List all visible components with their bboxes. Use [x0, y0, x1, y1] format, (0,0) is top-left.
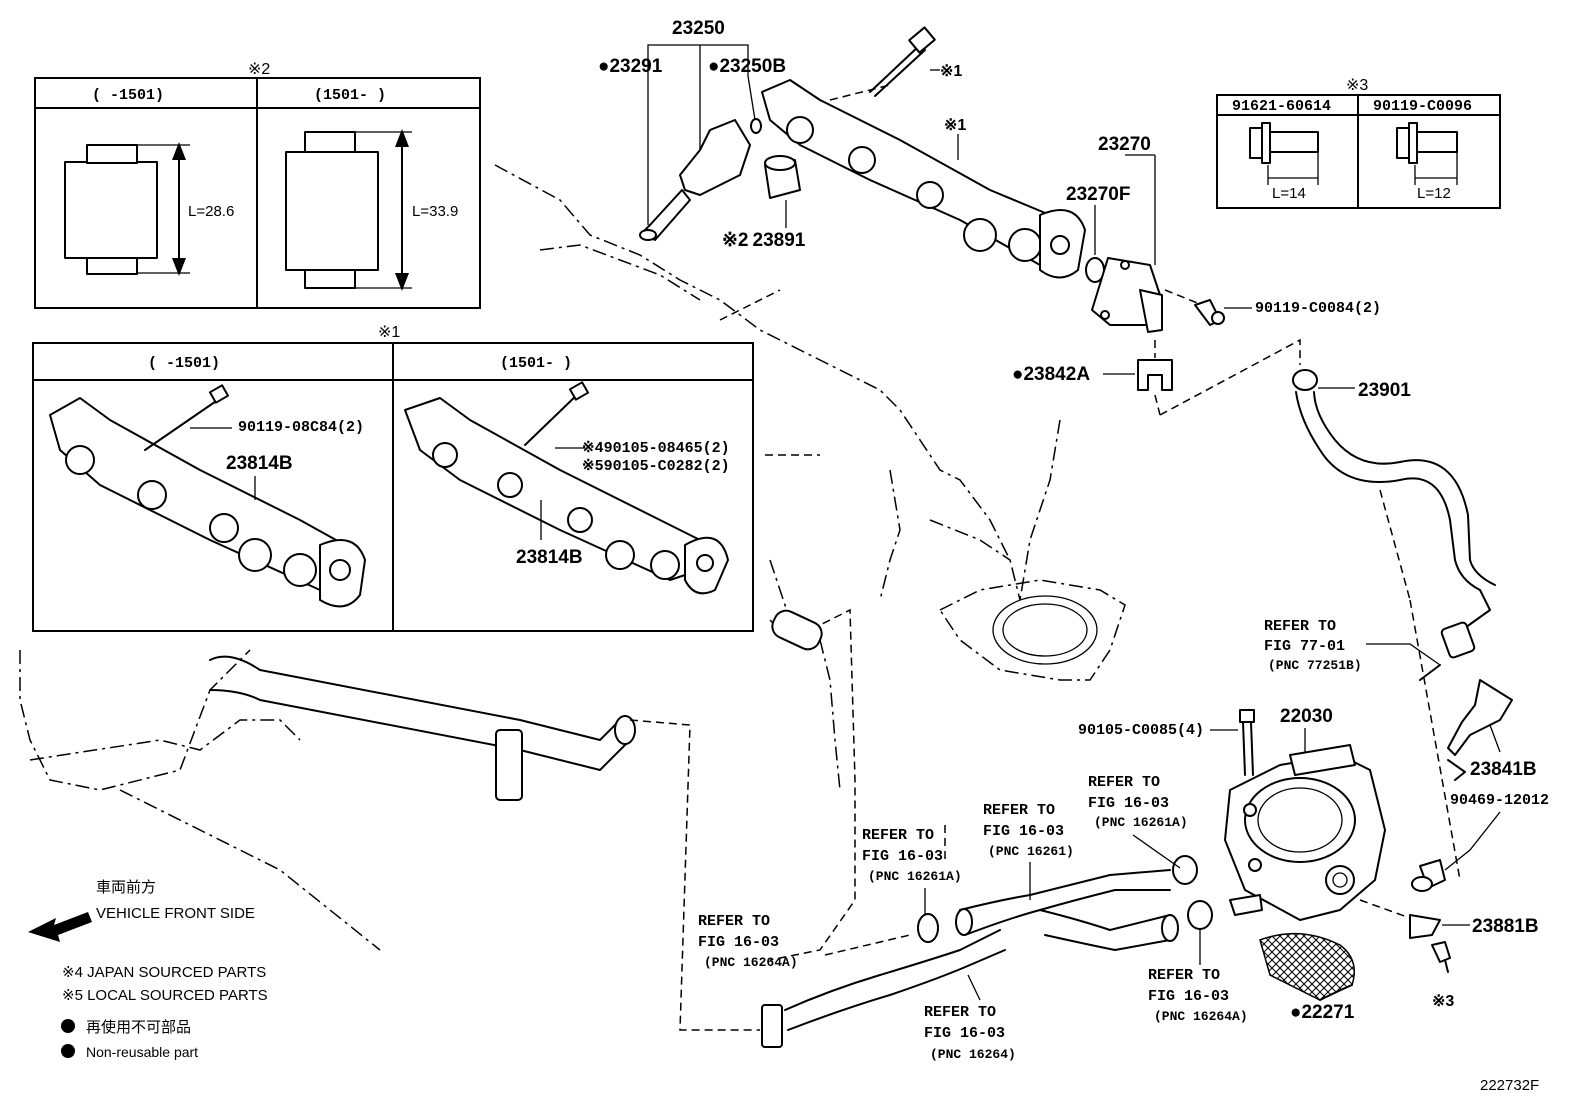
table-note2: ※2 ( -1501) (1501- ) L=28.6 L=33.9 — [34, 61, 481, 309]
svg-text:REFER TO: REFER TO — [1148, 967, 1220, 984]
refer-77-01: REFER TO FIG 77-01 (PNC 77251B) — [1264, 618, 1441, 681]
label-23901: 23901 — [1358, 380, 1411, 401]
label-23291: ●23291 — [598, 56, 663, 77]
bracket-23881B: 23881B ※3 — [1359, 899, 1539, 1010]
legend: 車両前方 VEHICLE FRONT SIDE ※4 JAPAN SOURCED… — [28, 879, 268, 1060]
svg-text:FIG 16-03: FIG 16-03 — [862, 848, 943, 865]
label-23814B-a: 23814B — [226, 453, 293, 474]
intake-gasket-area — [629, 579, 1126, 1031]
clamp-90469-12012: 90469-12012 — [1411, 792, 1549, 892]
table-note2-col2-length: L=33.9 — [412, 203, 458, 220]
fuel-inlet-group: 23270 23270F 90119-C0084(2) ●23842A — [1012, 134, 1381, 416]
label-rail-mark1: ※1 — [944, 117, 966, 134]
fuel-rail-old — [49, 384, 366, 608]
svg-text:(PNC 16264A): (PNC 16264A) — [704, 955, 798, 970]
table-note2-col2-header: (1501- ) — [314, 87, 386, 104]
refer-16-03-d: REFER TO FIG 16-03 (PNC 16264A) — [698, 913, 798, 970]
label-90469-12012: 90469-12012 — [1450, 792, 1549, 809]
refer-16-03-f: REFER TO FIG 16-03 (PNC 16264) — [924, 1004, 1016, 1062]
svg-text:REFER TO: REFER TO — [983, 802, 1055, 819]
label-bolt-mark3: ※3 — [1432, 993, 1454, 1010]
nonreusable-en: Non-reusable part — [86, 1044, 198, 1060]
table-note2-col1-header: ( -1501) — [92, 87, 164, 104]
label-490105-08465: ※490105-08465(2) — [582, 440, 730, 457]
label-90119-C0084: 90119-C0084(2) — [1255, 300, 1381, 317]
table-note3-col1-length: L=14 — [1272, 185, 1306, 202]
fuel-delivery-rail: ※1 ※1 — [719, 26, 1086, 321]
svg-text:FIG 77-01: FIG 77-01 — [1264, 638, 1345, 655]
label-22271: ●22271 — [1290, 1002, 1355, 1023]
label-22030: 22030 — [1280, 706, 1333, 727]
svg-text:FIG 16-03: FIG 16-03 — [1148, 988, 1229, 1005]
label-90119-08C84: 90119-08C84(2) — [238, 419, 364, 436]
label-23270F: 23270F — [1066, 184, 1130, 205]
refer-16-03-e: REFER TO FIG 16-03 (PNC 16264A) — [1148, 967, 1248, 1024]
label-90105-C0085: 90105-C0085(4) — [1078, 722, 1204, 739]
refer-16-03-b: REFER TO FIG 16-03 (PNC 16261) — [983, 802, 1074, 859]
svg-text:REFER TO: REFER TO — [698, 913, 770, 930]
label-590105-C0282: ※590105-C0282(2) — [582, 458, 730, 475]
label-23250B: ●23250B — [708, 56, 786, 77]
clip-23841B: 23841B — [1447, 679, 1537, 781]
svg-text:(PNC 16264A): (PNC 16264A) — [1154, 1009, 1248, 1024]
label-23270: 23270 — [1098, 134, 1151, 155]
sheet-id: 222732F — [1480, 1077, 1539, 1094]
nonreusable-dot-icon-2 — [61, 1044, 75, 1058]
table-note1: ※1 ( -1501) (1501- ) 90119-08C84(2) 2381… — [32, 324, 754, 632]
table-note3-col1-header: 91621-60614 — [1232, 98, 1331, 115]
label-23841B: 23841B — [1470, 759, 1537, 780]
svg-text:REFER TO: REFER TO — [862, 827, 934, 844]
svg-text:FIG 16-03: FIG 16-03 — [924, 1025, 1005, 1042]
throttle-body-group: 90105-C0085(4) 22030 — [1078, 706, 1386, 921]
svg-text:(PNC 16264): (PNC 16264) — [930, 1047, 1016, 1062]
svg-text:(PNC 16261): (PNC 16261) — [988, 844, 1074, 859]
vehicle-front-arrow-icon — [28, 912, 92, 942]
water-hoses — [761, 825, 1213, 1048]
svg-text:(PNC 16261A): (PNC 16261A) — [868, 869, 962, 884]
label-bolt-mark1: ※1 — [940, 63, 962, 80]
label-23881B: 23881B — [1472, 916, 1539, 937]
note-japan-sourced: ※4 JAPAN SOURCED PARTS — [62, 964, 266, 981]
gasket-22271: ●22271 — [1259, 932, 1355, 1023]
engine-outline — [494, 164, 1061, 791]
table-note1-col1-header: ( -1501) — [148, 355, 220, 372]
table-note2-col1-length: L=28.6 — [188, 203, 234, 220]
table-note3-col2-length: L=12 — [1417, 185, 1451, 202]
svg-text:(PNC 77251B): (PNC 77251B) — [1268, 658, 1362, 673]
table-note2-marker: ※2 — [248, 61, 270, 78]
note-local-sourced: ※5 LOCAL SOURCED PARTS — [62, 987, 268, 1004]
refer-16-03-c: REFER TO FIG 16-03 (PNC 16261A) — [862, 827, 962, 884]
svg-text:REFER TO: REFER TO — [1264, 618, 1336, 635]
label-23814B-b: 23814B — [516, 547, 583, 568]
svg-text:FIG 16-03: FIG 16-03 — [698, 934, 779, 951]
refer-16-03-a: REFER TO FIG 16-03 (PNC 16261A) — [1088, 774, 1188, 830]
label-23842A: ●23842A — [1012, 364, 1090, 385]
fuel-rail-new — [404, 381, 729, 595]
vehicle-front-jp: 車両前方 — [96, 879, 156, 896]
svg-text:REFER TO: REFER TO — [1088, 774, 1160, 791]
label-23250: 23250 — [672, 18, 725, 39]
table-note3-col2-header: 90119-C0096 — [1373, 98, 1472, 115]
engine-side-pipe — [19, 649, 636, 951]
table-note1-marker: ※1 — [378, 324, 400, 341]
table-note3: ※3 91621-60614 90119-C0096 L=14 L=12 — [1216, 77, 1501, 209]
nonreusable-jp: 再使用不可部品 — [86, 1019, 191, 1036]
fuel-hose-23901: 23901 — [1292, 369, 1496, 881]
svg-text:(PNC 16261A): (PNC 16261A) — [1094, 815, 1188, 830]
nonreusable-dot-icon — [61, 1019, 75, 1033]
vehicle-front-en: VEHICLE FRONT SIDE — [96, 905, 255, 922]
table-note1-col2-header: (1501- ) — [500, 355, 572, 372]
table-note3-marker: ※3 — [1346, 77, 1368, 94]
svg-text:REFER TO: REFER TO — [924, 1004, 996, 1021]
svg-text:FIG 16-03: FIG 16-03 — [983, 823, 1064, 840]
svg-text:FIG 16-03: FIG 16-03 — [1088, 795, 1169, 812]
